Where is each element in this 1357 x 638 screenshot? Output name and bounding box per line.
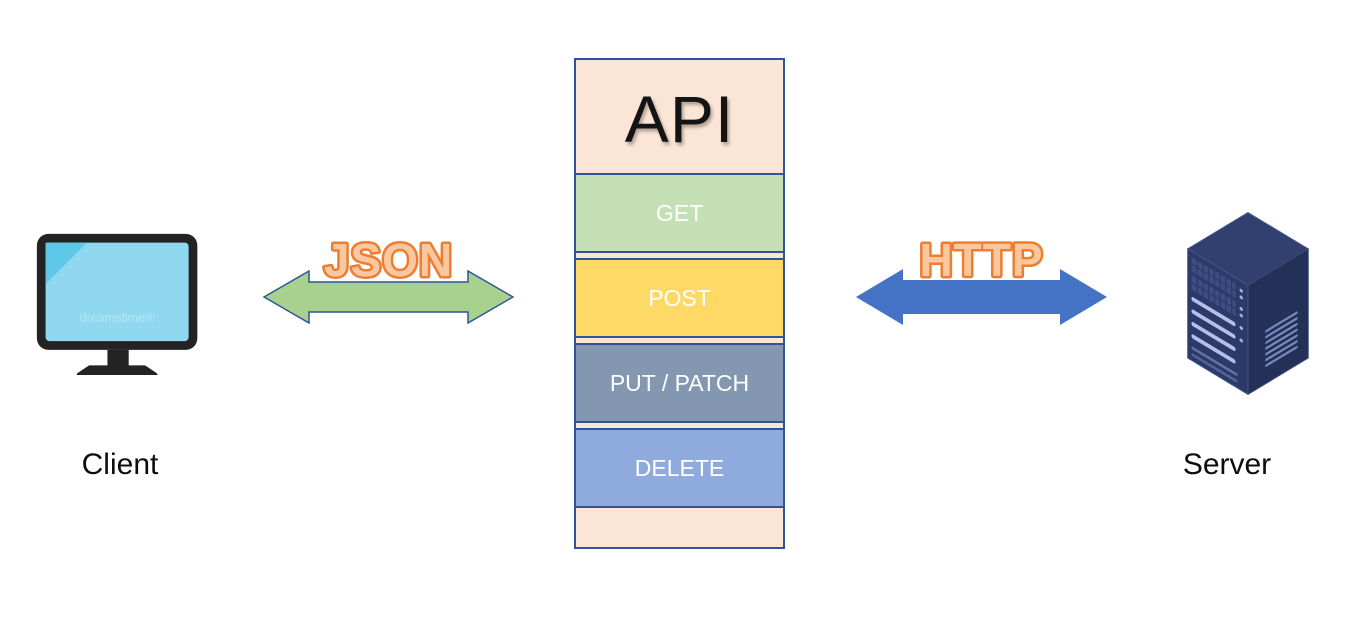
svg-text:HTTP: HTTP bbox=[919, 234, 1043, 286]
api-method-get: GET bbox=[574, 173, 785, 253]
double-arrow-shape bbox=[263, 270, 514, 324]
double-arrow-shape bbox=[856, 269, 1107, 325]
http-label: HTTP bbox=[917, 232, 1045, 289]
client-label: Client bbox=[81, 448, 159, 481]
json-arrow bbox=[263, 270, 514, 324]
api-title: API bbox=[624, 82, 735, 156]
api-box: API GET POST PUT / PATCH DELETE bbox=[574, 58, 785, 549]
server-front-details bbox=[1191, 256, 1243, 383]
server-tower-icon bbox=[1186, 211, 1310, 396]
desktop-monitor-icon: dreamstime® bbox=[36, 233, 198, 375]
monitor-screen bbox=[45, 242, 189, 342]
http-arrow bbox=[856, 269, 1107, 325]
api-method-delete: DELETE bbox=[574, 428, 785, 508]
server-side-vents bbox=[1265, 311, 1298, 367]
svg-text:JSON: JSON bbox=[324, 234, 453, 286]
monitor-stand-neck bbox=[107, 349, 129, 368]
api-method-post: POST bbox=[574, 258, 785, 338]
api-method-put-patch: PUT / PATCH bbox=[574, 343, 785, 423]
monitor-stand-base bbox=[76, 365, 158, 375]
watermark-text: dreamstime® bbox=[80, 311, 156, 325]
json-label: JSON bbox=[321, 232, 454, 289]
server-label: Server bbox=[1182, 448, 1272, 481]
